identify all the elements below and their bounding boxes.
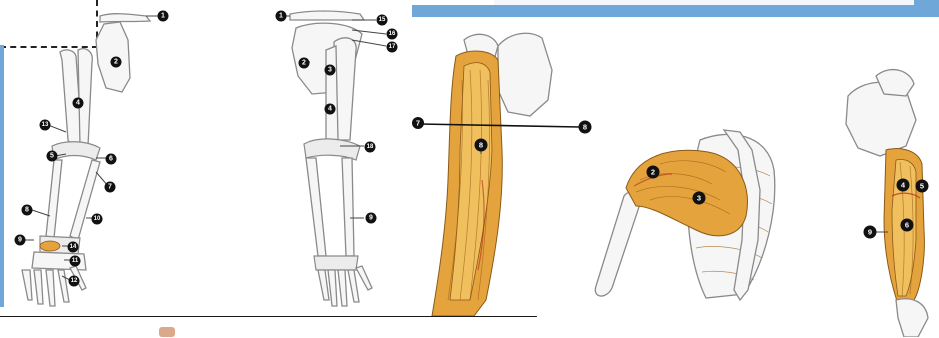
- marker-1: 1: [158, 11, 169, 22]
- marker-6: 6: [901, 219, 914, 232]
- arm-front-skeleton: [22, 14, 150, 306]
- svg-text:2: 2: [302, 60, 306, 67]
- svg-text:10: 10: [94, 216, 101, 222]
- svg-text:1: 1: [279, 13, 283, 20]
- marker-8: 8: [22, 205, 33, 216]
- arm-back-skeleton: [290, 11, 372, 306]
- svg-text:8: 8: [583, 123, 587, 132]
- svg-text:7: 7: [416, 119, 420, 128]
- marker-7: 7: [412, 117, 424, 129]
- marker-6: 6: [106, 154, 117, 165]
- marker-5: 5: [47, 151, 58, 162]
- svg-text:14: 14: [70, 244, 77, 250]
- svg-text:5: 5: [920, 182, 924, 191]
- marker-3: 3: [693, 192, 706, 205]
- svg-text:5: 5: [50, 153, 54, 160]
- marker-8-muscle: 8: [475, 139, 488, 152]
- marker-18: 18: [365, 142, 376, 153]
- marker-12: 12: [69, 276, 80, 287]
- svg-text:6: 6: [109, 156, 113, 163]
- deltoid-shoulder-figure: [595, 130, 774, 300]
- marker-10: 10: [92, 214, 103, 225]
- svg-text:8: 8: [479, 141, 483, 150]
- marker-16: 16: [387, 29, 398, 40]
- marker-5: 5: [916, 180, 929, 193]
- marker-4: 4: [325, 104, 336, 115]
- marker-2: 2: [299, 58, 310, 69]
- thumbnail-icon[interactable]: [159, 327, 175, 337]
- svg-text:6: 6: [905, 221, 909, 230]
- svg-text:13: 13: [42, 122, 49, 128]
- marker-9: 9: [15, 235, 26, 246]
- upper-arm-muscles-figure: [846, 70, 928, 337]
- svg-text:4: 4: [328, 106, 332, 113]
- marker-11: 11: [70, 256, 81, 267]
- svg-text:2: 2: [651, 168, 655, 177]
- marker-15: 15: [377, 15, 388, 26]
- svg-text:8: 8: [25, 207, 29, 214]
- svg-text:1: 1: [161, 13, 165, 20]
- svg-text:3: 3: [697, 194, 701, 203]
- svg-text:11: 11: [72, 258, 79, 264]
- svg-text:15: 15: [379, 17, 386, 23]
- marker-9: 9: [864, 226, 877, 239]
- marker-2: 2: [111, 57, 122, 68]
- bottom-panel: [0, 316, 537, 338]
- biceps-arm-figure: [432, 33, 552, 316]
- marker-3: 3: [325, 65, 336, 76]
- marker-4: 4: [73, 98, 84, 109]
- marker-17: 17: [387, 42, 398, 53]
- marker-2: 2: [647, 166, 660, 179]
- svg-text:9: 9: [868, 228, 872, 237]
- svg-text:4: 4: [76, 100, 80, 107]
- svg-text:9: 9: [369, 215, 373, 222]
- svg-text:2: 2: [114, 59, 118, 66]
- svg-text:3: 3: [328, 67, 332, 74]
- marker-13: 13: [40, 120, 51, 131]
- marker-4: 4: [897, 179, 910, 192]
- svg-text:18: 18: [367, 144, 374, 150]
- marker-7: 7: [105, 182, 116, 193]
- svg-text:16: 16: [389, 31, 396, 37]
- marker-14: 14: [68, 242, 79, 253]
- marker-9: 9: [366, 213, 377, 224]
- svg-text:9: 9: [18, 237, 22, 244]
- svg-text:12: 12: [71, 278, 78, 284]
- marker-1: 1: [276, 11, 287, 22]
- svg-text:7: 7: [108, 184, 112, 191]
- svg-text:17: 17: [389, 44, 396, 50]
- marker-8: 8: [579, 121, 592, 134]
